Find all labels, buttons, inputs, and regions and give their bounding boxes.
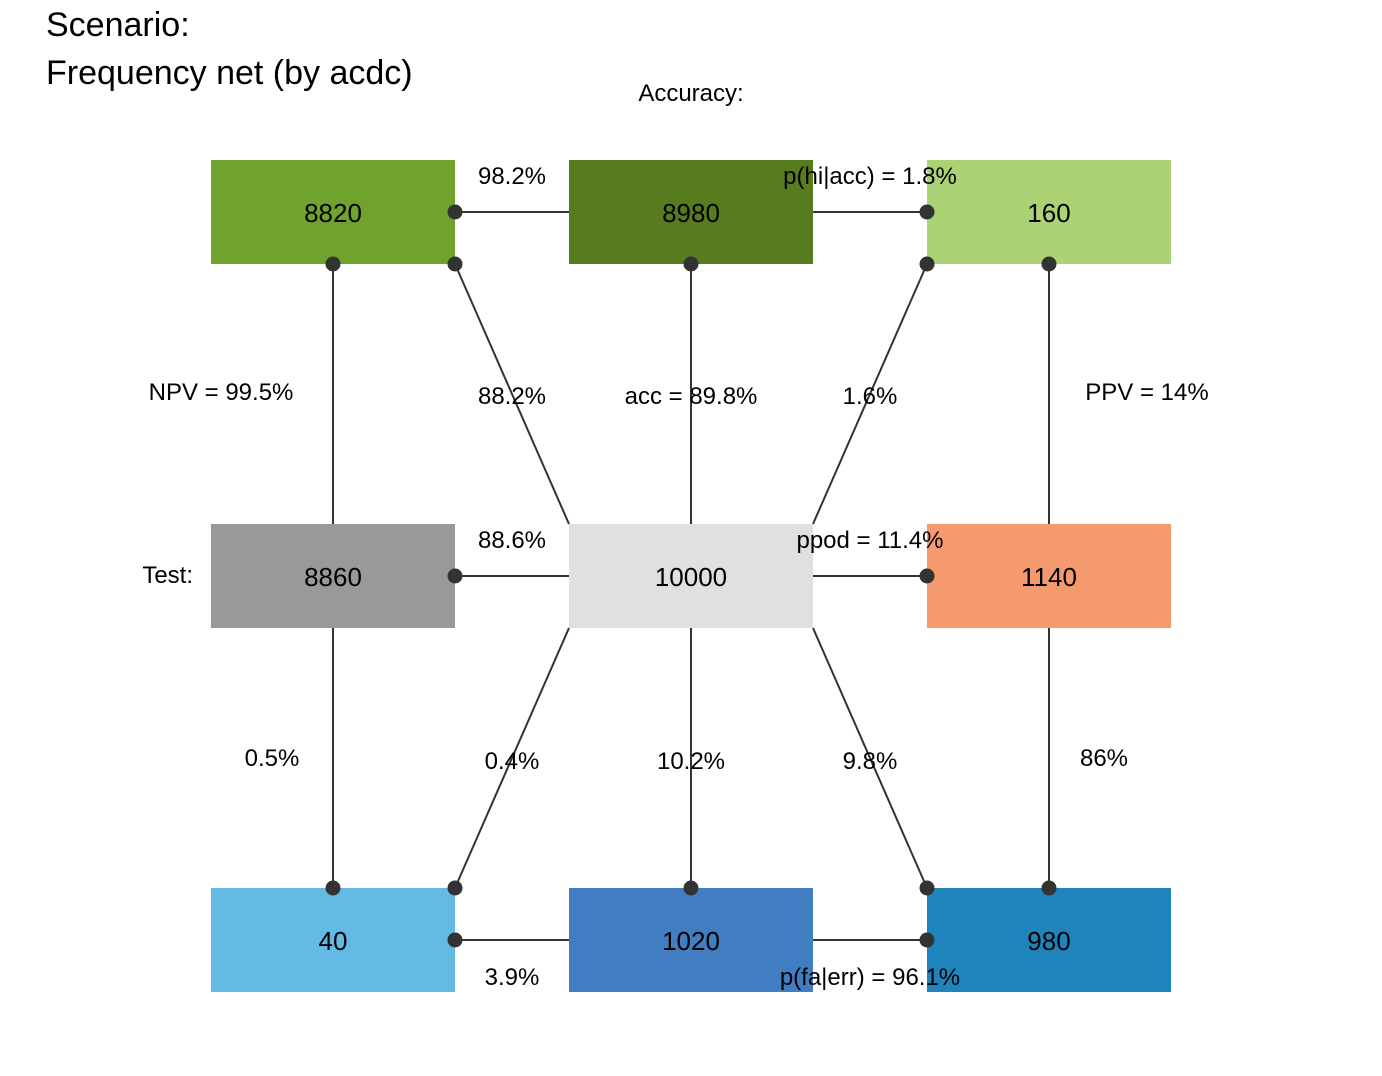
dot-mid-left-right bbox=[447, 568, 463, 584]
dot-top-left-right bbox=[447, 204, 463, 220]
box-mid-mid bbox=[569, 524, 813, 628]
label-ppv: PPV = 14% bbox=[1085, 379, 1208, 406]
value-bot-right: 980 bbox=[1027, 926, 1070, 956]
label-diag-upper-left: 88.2% bbox=[478, 383, 546, 410]
boxes bbox=[211, 160, 1171, 992]
test-row-label: Test: bbox=[142, 562, 193, 589]
label-top-h-right: p(hi|acc) = 1.8% bbox=[783, 163, 957, 190]
box-bot-mid bbox=[569, 888, 813, 992]
label-top-h-left: 98.2% bbox=[478, 163, 546, 190]
value-bot-mid: 1020 bbox=[662, 926, 720, 956]
dot-top-right-bottom bbox=[1041, 256, 1057, 272]
box-top-right bbox=[927, 160, 1171, 264]
edge-endpoint-dots bbox=[325, 204, 1057, 948]
box-top-left bbox=[211, 160, 455, 264]
dot-top-right-left bbox=[919, 204, 935, 220]
label-bot-h-right: p(fa|err) = 96.1% bbox=[780, 964, 960, 991]
value-top-right: 160 bbox=[1027, 198, 1070, 228]
dot-bot-left-top-corner bbox=[447, 880, 463, 896]
box-bot-right bbox=[927, 888, 1171, 992]
value-mid-mid: 10000 bbox=[655, 562, 727, 592]
box-top-mid bbox=[569, 160, 813, 264]
edge-diag-lower-right bbox=[812, 627, 928, 889]
box-mid-right bbox=[927, 524, 1171, 628]
label-left-lower: 0.5% bbox=[245, 745, 300, 772]
edges bbox=[332, 211, 1050, 941]
box-mid-left bbox=[211, 524, 455, 628]
edge-diag-lower-left bbox=[454, 627, 570, 889]
label-npv: NPV = 99.5% bbox=[149, 379, 294, 406]
label-diag-lower-right: 9.8% bbox=[843, 748, 898, 775]
value-mid-right: 1140 bbox=[1021, 562, 1077, 592]
dot-bot-right-left bbox=[919, 932, 935, 948]
label-diag-upper-right: 1.6% bbox=[843, 383, 898, 410]
value-top-left: 8820 bbox=[304, 198, 362, 228]
dot-top-mid-bottom bbox=[683, 256, 699, 272]
label-err: 10.2% bbox=[657, 748, 725, 775]
dot-bot-mid-top bbox=[683, 880, 699, 896]
dot-mid-right-left bbox=[919, 568, 935, 584]
dot-bot-right-top bbox=[1041, 880, 1057, 896]
dot-top-right-bottom-corner bbox=[919, 256, 935, 272]
label-right-lower: 86% bbox=[1080, 745, 1128, 772]
edge-labels: 98.2% p(hi|acc) = 1.8% NPV = 99.5% 88.2%… bbox=[149, 163, 1209, 991]
label-mid-h-right: ppod = 11.4% bbox=[796, 527, 943, 554]
value-mid-left: 8860 bbox=[304, 562, 362, 592]
dot-top-left-bottom bbox=[325, 256, 341, 272]
value-top-mid: 8980 bbox=[662, 198, 720, 228]
label-bot-h-left: 3.9% bbox=[485, 964, 540, 991]
edge-diag-upper-left bbox=[454, 263, 570, 525]
label-diag-lower-left: 0.4% bbox=[485, 748, 540, 775]
title-line-2: Frequency net (by acdc) bbox=[46, 54, 413, 92]
dot-bot-right-top-corner bbox=[919, 880, 935, 896]
label-acc: acc = 89.8% bbox=[625, 383, 758, 410]
dot-bot-left-right bbox=[447, 932, 463, 948]
value-bot-left: 40 bbox=[319, 926, 348, 956]
box-bot-left bbox=[211, 888, 455, 992]
title-line-1: Scenario: bbox=[46, 6, 190, 44]
dot-bot-left-top bbox=[325, 880, 341, 896]
dot-top-left-bottom-corner bbox=[447, 256, 463, 272]
edge-diag-upper-right bbox=[812, 263, 928, 525]
accuracy-row-label: Accuracy: bbox=[638, 80, 743, 107]
box-values: 8820 8980 160 8860 10000 1140 40 1020 98… bbox=[304, 198, 1077, 956]
label-mid-h-left: 88.6% bbox=[478, 527, 546, 554]
